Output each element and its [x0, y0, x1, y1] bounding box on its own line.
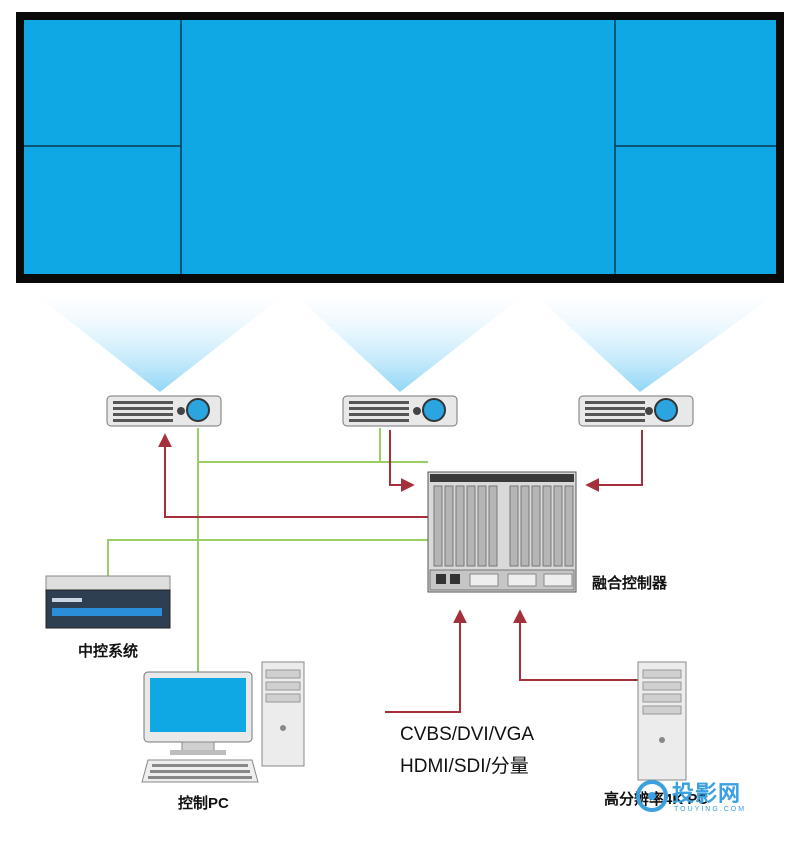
hires-input-label: 高分辨率4K PC [604, 791, 709, 808]
central-control-unit [45, 575, 171, 629]
control-pc [141, 661, 305, 783]
fusion-controller-label: 融合控制器 [592, 575, 668, 592]
watermark-text: 投影网 [672, 781, 742, 806]
control-lines [107, 428, 428, 680]
signal-lines [158, 430, 643, 713]
central-control-label: 中控系统 [78, 643, 139, 660]
source-formats-line2: HDMI/SDI/分量 [400, 756, 529, 777]
projector-left [106, 395, 222, 427]
watermark-logo: 投影网 TOUYING.COM [634, 776, 784, 822]
projector-center [342, 395, 458, 427]
hires-pc-tower [637, 661, 687, 781]
fusion-controller [427, 471, 577, 593]
watermark-subtext: TOUYING.COM [674, 806, 747, 813]
video-wall [16, 12, 784, 283]
projector-right [578, 395, 694, 427]
source-formats-line1: CVBS/DVI/VGA [400, 724, 535, 745]
watermark-icon [636, 780, 668, 812]
projection-beams [30, 290, 782, 392]
control-pc-label: 控制PC [178, 795, 229, 812]
